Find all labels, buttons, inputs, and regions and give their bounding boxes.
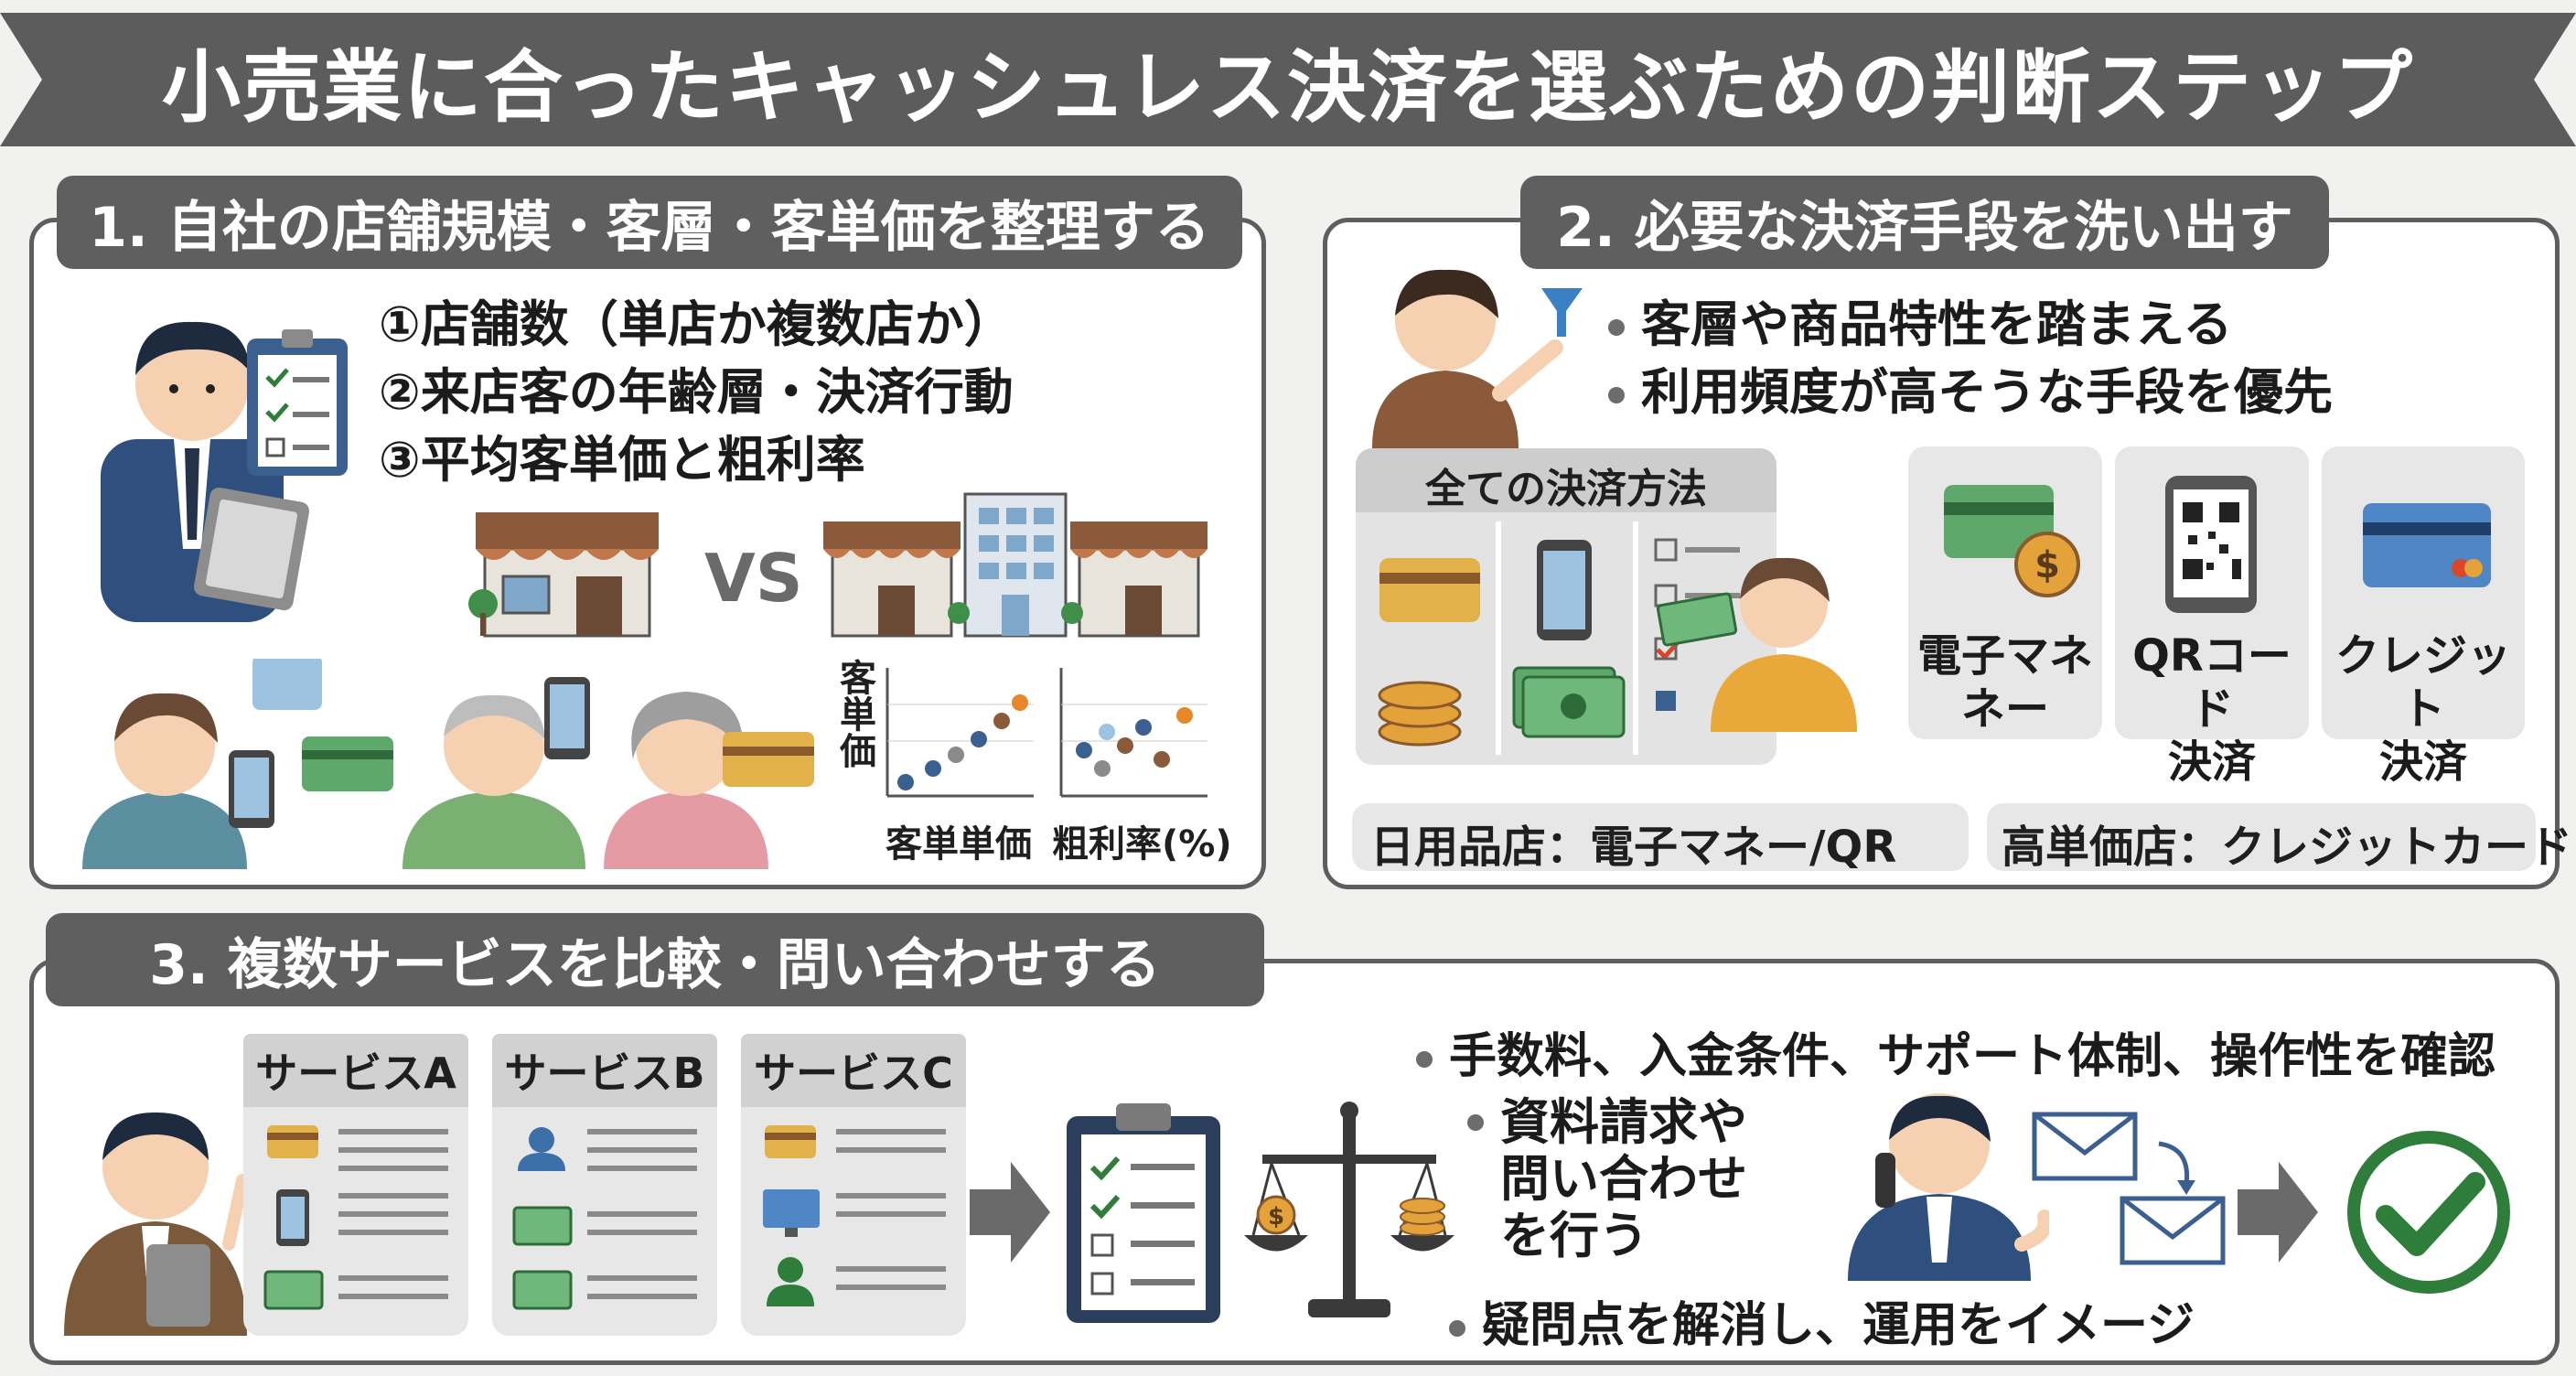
businessman-tablet-icon [64, 1112, 249, 1336]
scatter-dot [948, 747, 964, 763]
person-on-phone-icon [1848, 1093, 2049, 1281]
scatter-dot [1099, 724, 1115, 740]
chart-right-xlabel: 粗利率(%) [1052, 823, 1232, 865]
scatter-dot [1076, 742, 1092, 758]
service-b-icons [512, 1127, 697, 1310]
step3-bullet-3: 疑問点を解消し、運用をイメージ [1449, 1286, 2195, 1355]
step3-heading: 3. 複数サービスを比較・問い合わせする [46, 913, 1264, 1006]
page-title: 小売業に合ったキャッシュレス決済を選ぶための判断ステップ [161, 41, 2415, 134]
all-methods-label: 全ての決済方法 [1425, 466, 1707, 512]
step1-point-3: ③平均客単価と粗利率 [379, 431, 865, 489]
single-store-icon [468, 512, 659, 638]
service-c-icons [763, 1125, 946, 1306]
credit-card-icon [2363, 503, 2491, 587]
envelopes-exchange-icon [2032, 1112, 2226, 1265]
example-high-price [1987, 803, 2536, 871]
service-b-header: サービスB [492, 1034, 717, 1107]
service-a-icons [263, 1125, 448, 1310]
businessman-clipboard-icon [101, 321, 348, 622]
step2-heading: 2. 必要な決済手段を洗い出す [1520, 176, 2329, 269]
e-money-card-icon: $ [1944, 485, 2080, 597]
scatter-dot [1135, 719, 1152, 736]
young-customer-icon [82, 659, 393, 869]
senior-customers-icon [402, 677, 814, 869]
vs-label: VS [704, 540, 803, 617]
checklist-clipboard-icon [1067, 1103, 1220, 1323]
step3-bullet-2: 資料請求や 問い合わせ を行う [1467, 1094, 1747, 1264]
chart-left-ylabel: 客単価 [833, 659, 875, 769]
method-label-e-money: 電子マネ ネー [1916, 630, 2093, 735]
title-banner [0, 13, 2576, 146]
step2-bullet-1: 客層や商品特性を踏まえる [1608, 284, 2232, 356]
scatter-dot [1094, 760, 1111, 777]
method-label-credit: クレジット 決済 [2334, 630, 2511, 788]
scatter-dot [1154, 751, 1170, 768]
step2-bullet-2: 利用頻度が高そうな手段を優先 [1608, 351, 2333, 424]
person-filter-icon [1372, 269, 1583, 448]
method-card-credit [2322, 446, 2525, 739]
scatter-dot [925, 760, 941, 777]
chart-left-xlabel: 客単単価 [886, 823, 1032, 865]
scatter-dot [971, 731, 987, 747]
arrow-right-icon [970, 1162, 1050, 1263]
all-methods-icons [1378, 521, 1857, 755]
arrow-right-icon-2 [2238, 1162, 2318, 1263]
example-daily-goods [1352, 803, 1969, 871]
service-a-header: サービスA [243, 1034, 468, 1107]
scatter-dot [1012, 694, 1028, 711]
scatter-charts [886, 668, 1208, 798]
svg-text:$: $ [2034, 544, 2060, 586]
check-circle-icon [2347, 1131, 2510, 1294]
multiple-stores-icon [823, 492, 1208, 638]
step3-bullet-1: 手数料、入金条件、サポート体制、操作性を確認 [1416, 1017, 2496, 1086]
scatter-dot [897, 774, 914, 790]
step1-point-2: ②来店客の年齢層・決済行動 [379, 363, 1014, 421]
scatter-dot [993, 713, 1010, 729]
balance-scale-icon: $ [1244, 1102, 1454, 1317]
qr-phone-icon [2165, 476, 2257, 613]
example-high-price-text: 高単価店：クレジットカード [2002, 822, 2573, 873]
example-daily-goods-text: 日用品店：電子マネー/QR [1370, 822, 1897, 873]
step1-heading: 1. 自社の店舗規模・客層・客単価を整理する [57, 176, 1242, 269]
service-c-header: サービスC [741, 1034, 966, 1107]
svg-text:$: $ [1268, 1203, 1284, 1231]
step1-point-1: ①店舗数（単店か複数店か） [379, 296, 1014, 353]
method-label-qr: QRコード 決済 [2132, 630, 2292, 788]
scatter-dot [1176, 707, 1193, 724]
scatter-dot [1117, 737, 1133, 754]
all-methods-header [1356, 448, 1776, 512]
